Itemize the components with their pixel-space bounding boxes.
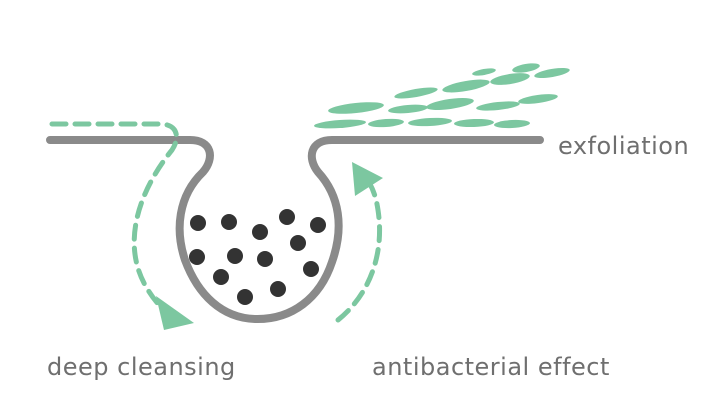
flake <box>454 118 494 128</box>
flake <box>388 104 428 114</box>
label-antibacterial-effect: antibacterial effect <box>372 353 610 381</box>
particle <box>257 251 273 267</box>
particle <box>310 217 326 233</box>
particle <box>227 248 243 264</box>
particle <box>190 215 206 231</box>
flake <box>328 102 384 114</box>
flake <box>472 68 496 76</box>
flake <box>394 87 438 99</box>
flake <box>512 63 540 73</box>
flake <box>534 67 570 79</box>
particle <box>213 269 229 285</box>
flake <box>518 94 558 104</box>
dead-skin-flakes-icon <box>314 63 570 129</box>
flake <box>314 119 366 129</box>
antibacterial-dashed-path <box>335 175 383 323</box>
particle <box>189 249 205 265</box>
particle <box>290 235 306 251</box>
label-exfoliation: exfoliation <box>558 132 690 160</box>
flake <box>494 119 530 129</box>
flake <box>442 79 490 93</box>
label-deep-cleansing: deep cleansing <box>47 353 236 381</box>
particle <box>303 261 319 277</box>
flake <box>368 118 404 128</box>
particle <box>279 209 295 225</box>
particle <box>237 289 253 305</box>
flake <box>426 98 474 110</box>
flake <box>476 101 520 111</box>
flake <box>490 73 530 85</box>
particle <box>221 214 237 230</box>
particle <box>252 224 268 240</box>
flake <box>408 117 452 127</box>
dirt-particles-icon <box>189 209 326 305</box>
arrow-up-icon <box>352 162 383 196</box>
skin-surface-with-pore <box>46 136 544 324</box>
deep-cleansing-dashed-path <box>49 121 179 313</box>
arrow-down-icon <box>156 296 194 330</box>
particle <box>270 281 286 297</box>
